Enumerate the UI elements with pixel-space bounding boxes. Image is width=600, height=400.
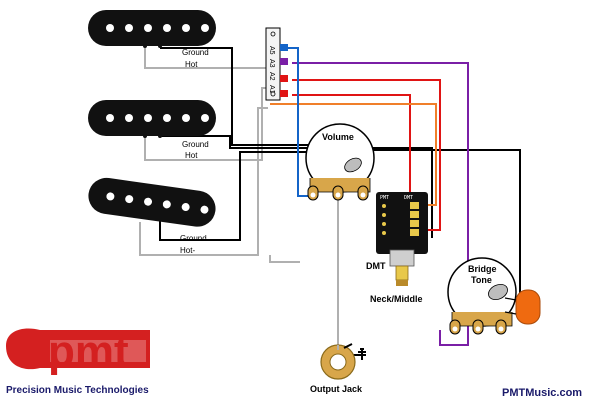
switch-label-a1: A1 bbox=[268, 85, 275, 94]
switch-label-a3: A3 bbox=[268, 59, 275, 68]
neck-pickup bbox=[88, 10, 216, 48]
hot-wires bbox=[139, 48, 339, 345]
logo-wordmark: pmt bbox=[48, 327, 129, 376]
bridge-hot-label: Hot- bbox=[180, 246, 195, 255]
neck-hot-wire bbox=[144, 48, 268, 69]
pmt-logo: pmt bbox=[6, 327, 150, 376]
switch-to-volume-grey bbox=[269, 255, 300, 263]
middle-hot-wire bbox=[144, 87, 268, 161]
output-jack-label: Output Jack bbox=[310, 384, 363, 394]
blue-wire bbox=[285, 47, 312, 197]
five-way-switch bbox=[265, 27, 288, 101]
bridge-tone-label-line2: Tone bbox=[471, 275, 492, 285]
middle-ground-label: Ground bbox=[182, 140, 209, 149]
dmt-label: DMT bbox=[366, 261, 386, 271]
dmt-chip-right-label: DMT bbox=[404, 195, 413, 201]
middle-hot-label: Hot bbox=[185, 151, 198, 160]
switch-label-a5: A5 bbox=[268, 46, 275, 55]
guitar-head-icon bbox=[6, 328, 150, 370]
neck-ground-wire bbox=[160, 47, 310, 146]
bridge-tone-pot bbox=[447, 257, 517, 335]
tone-capacitor bbox=[504, 289, 541, 325]
jack-ground bbox=[350, 348, 366, 360]
ground-bus bbox=[370, 149, 521, 296]
switch-label-a2: A2 bbox=[268, 72, 275, 81]
volume-pot bbox=[305, 123, 375, 201]
middle-pickup bbox=[88, 100, 216, 138]
volume-label: Volume bbox=[322, 132, 354, 142]
website-link[interactable]: PMTMusic.com bbox=[502, 387, 582, 399]
bridge-pickup bbox=[88, 177, 216, 227]
dmt-module: PMT DMT bbox=[376, 192, 428, 286]
output-jack bbox=[320, 343, 356, 380]
neck-hot-label: Hot bbox=[185, 60, 198, 69]
red-wire-1 bbox=[292, 79, 441, 231]
neck-ground-label: Ground bbox=[182, 48, 209, 57]
company-name: Precision Music Technologies bbox=[6, 385, 149, 396]
neck-middle-label: Neck/Middle bbox=[370, 294, 423, 304]
purple-wire bbox=[292, 62, 469, 346]
bridge-ground-label: Ground bbox=[180, 234, 207, 243]
bridge-tone-label-line1: Bridge bbox=[468, 264, 497, 274]
bridge-hot-wire bbox=[139, 107, 268, 256]
dmt-chip-left-label: PMT bbox=[380, 195, 389, 201]
